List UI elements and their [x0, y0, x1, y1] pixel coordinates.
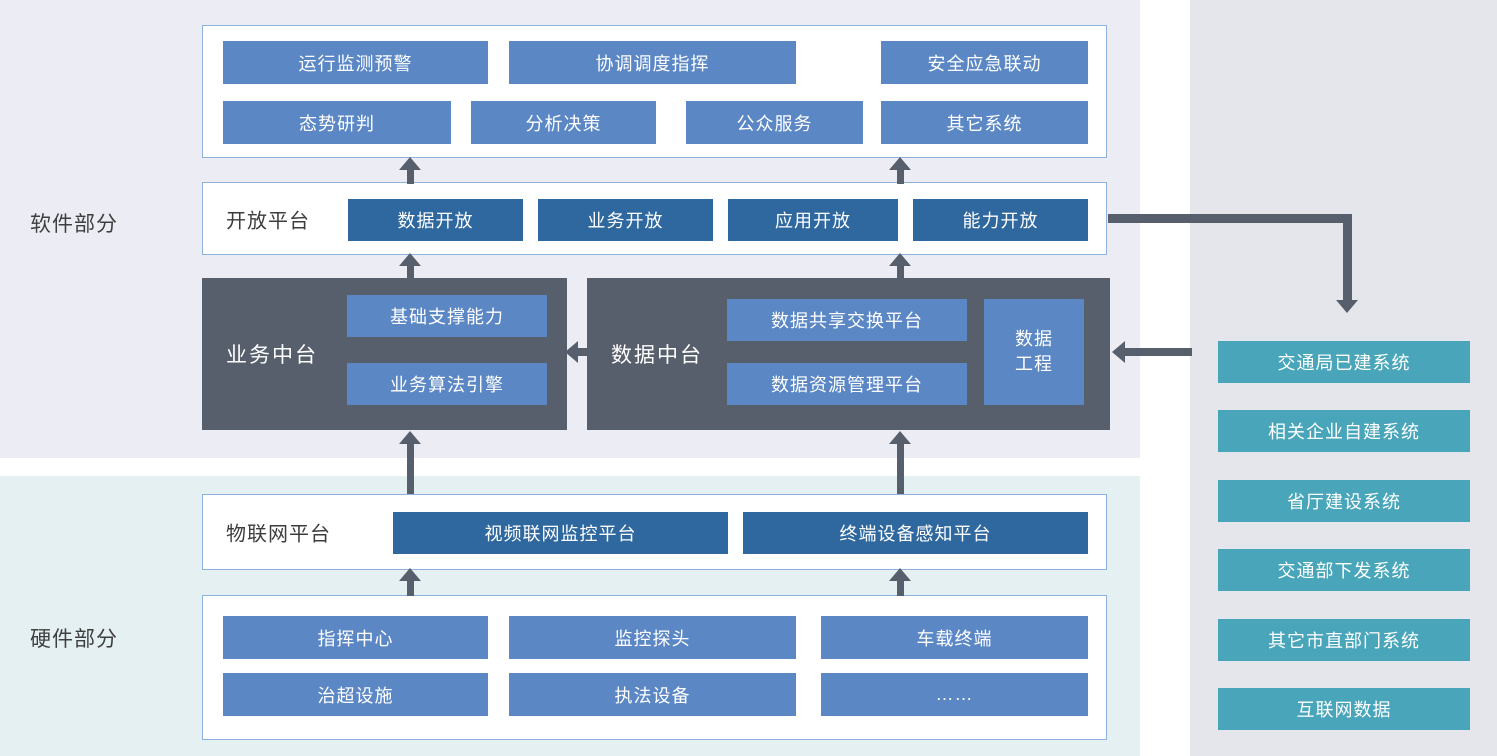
app-node: 协调调度指挥	[509, 41, 796, 84]
arrow-up-icon	[399, 568, 421, 596]
bent-arrow-horizontal-segment	[1108, 214, 1352, 223]
hardware-node: ……	[821, 673, 1088, 716]
open-platform-box: 开放平台 数据开放 业务开放 应用开放 能力开放	[202, 182, 1107, 255]
open-platform-node: 应用开放	[728, 199, 898, 241]
arrow-shaft	[406, 581, 414, 596]
app-node: 安全应急联动	[881, 41, 1088, 84]
hardware-node: 监控探头	[509, 616, 796, 659]
open-platform-node: 数据开放	[348, 199, 523, 241]
iot-platform-node: 视频联网监控平台	[393, 512, 728, 554]
arrow-left-icon	[565, 341, 588, 363]
arrow-head	[889, 253, 911, 266]
iot-platform-label: 物联网平台	[226, 523, 331, 546]
arrow-shaft	[406, 266, 414, 280]
arrow-shaft	[896, 444, 904, 494]
software-section-label: 软件部分	[30, 213, 118, 236]
arrow-left-icon	[1112, 341, 1192, 363]
arrow-up-icon	[889, 157, 911, 184]
iot-platform-node: 终端设备感知平台	[743, 512, 1088, 554]
hardware-devices-box: 指挥中心 监控探头 车载终端 治超设施 执法设备 ……	[202, 595, 1107, 740]
arrow-head	[889, 431, 911, 444]
business-middle-platform-label: 业务中台	[226, 344, 318, 367]
app-node: 分析决策	[471, 101, 656, 144]
data-platform-node: 数据资源管理平台	[727, 363, 967, 405]
hardware-node: 指挥中心	[223, 616, 488, 659]
arrow-shaft	[896, 170, 904, 184]
open-platform-label: 开放平台	[226, 210, 310, 232]
arrow-head	[1112, 341, 1125, 363]
external-system-node: 相关企业自建系统	[1218, 410, 1470, 452]
external-system-node: 省厅建设系统	[1218, 480, 1470, 522]
bent-arrow-vertical-segment	[1343, 214, 1352, 302]
business-platform-node: 业务算法引擎	[347, 363, 547, 405]
external-system-node: 交通部下发系统	[1218, 549, 1470, 591]
arrow-shaft	[896, 581, 904, 596]
arrow-up-icon	[889, 568, 911, 596]
hardware-node: 治超设施	[223, 673, 488, 716]
external-system-node: 交通局已建系统	[1218, 341, 1470, 383]
business-middle-platform-box: 业务中台 基础支撑能力 业务算法引擎	[202, 278, 567, 430]
arrow-up-icon	[399, 157, 421, 184]
hardware-section-label: 硬件部分	[30, 628, 118, 651]
iot-platform-box: 物联网平台 视频联网监控平台 终端设备感知平台	[202, 494, 1107, 570]
app-node: 其它系统	[881, 101, 1088, 144]
arrow-head	[399, 431, 421, 444]
data-middle-platform-label: 数据中台	[611, 344, 703, 367]
external-system-node: 其它市直部门系统	[1218, 619, 1470, 661]
app-node: 公众服务	[686, 101, 863, 144]
business-platform-node: 基础支撑能力	[347, 295, 547, 337]
external-system-node: 互联网数据	[1218, 688, 1470, 730]
app-node: 态势研判	[223, 101, 451, 144]
hardware-node: 车载终端	[821, 616, 1088, 659]
arrow-head	[399, 157, 421, 170]
arrow-up-icon	[399, 431, 421, 494]
external-systems-panel: 交通局已建系统 相关企业自建系统 省厅建设系统 交通部下发系统 其它市直部门系统…	[1190, 0, 1497, 756]
open-platform-node: 能力开放	[913, 199, 1088, 241]
arrow-head	[889, 157, 911, 170]
arrow-shaft	[406, 170, 414, 184]
arrow-head	[565, 341, 578, 363]
data-middle-platform-box: 数据中台 数据共享交换平台 数据资源管理平台 数据工程	[587, 278, 1110, 430]
hardware-node: 执法设备	[509, 673, 796, 716]
app-node: 运行监测预警	[223, 41, 488, 84]
arrow-shaft	[406, 444, 414, 494]
arrow-shaft	[896, 266, 904, 280]
arrow-shaft	[578, 348, 588, 356]
arrow-up-icon	[399, 253, 421, 280]
data-platform-node: 数据共享交换平台	[727, 299, 967, 341]
arrow-head	[889, 568, 911, 581]
arrow-up-icon	[889, 431, 911, 494]
arrow-shaft	[1125, 348, 1192, 356]
open-platform-node: 业务开放	[538, 199, 713, 241]
arrow-head	[399, 568, 421, 581]
application-systems-box: 运行监测预警 协调调度指挥 安全应急联动 态势研判 分析决策 公众服务 其它系统	[202, 25, 1107, 158]
data-engineering-node: 数据工程	[984, 299, 1084, 405]
arrow-up-icon	[889, 253, 911, 280]
arrow-head	[399, 253, 421, 266]
arrow-down-head	[1336, 300, 1358, 313]
